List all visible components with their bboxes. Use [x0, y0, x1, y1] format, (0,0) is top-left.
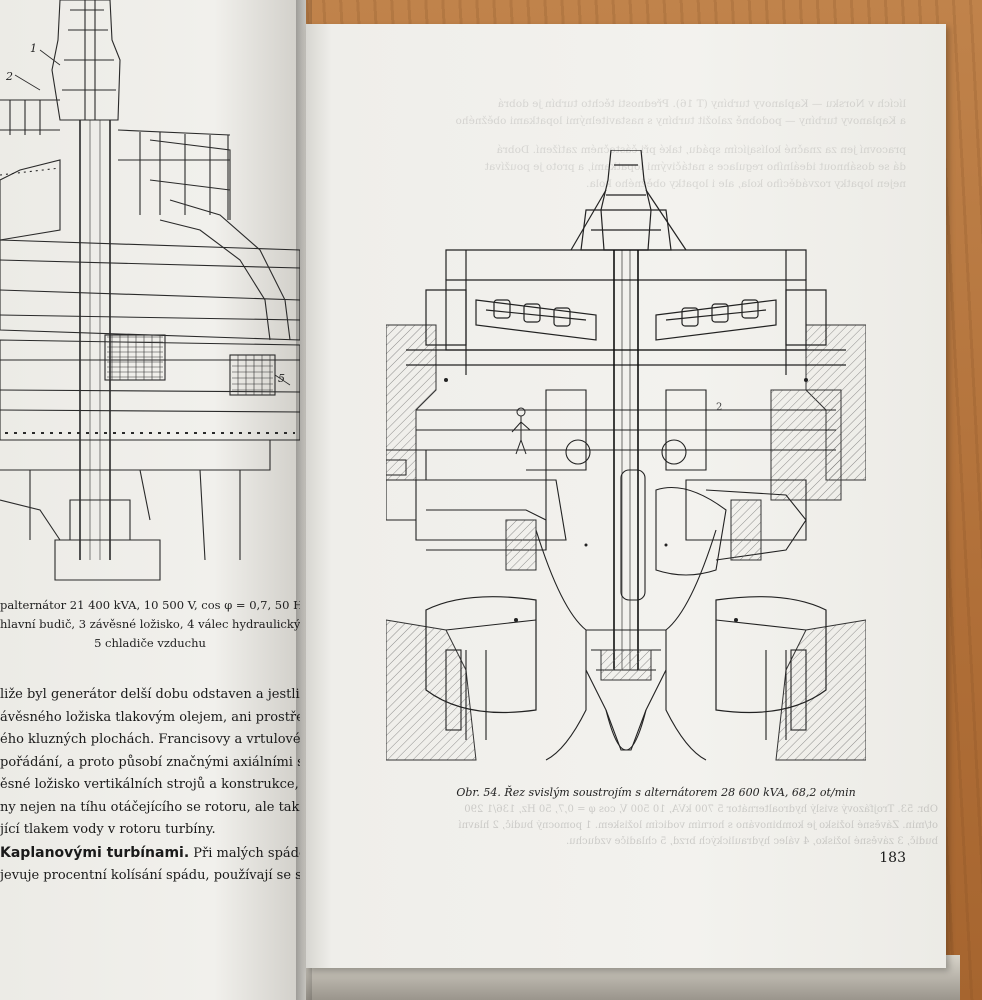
left-page: 1 2 5 palternátor 21 400 kVA, 10 500 V, … — [0, 0, 306, 1000]
left-figure-caption: palternátor 21 400 kVA, 10 500 V, cos φ … — [0, 596, 300, 653]
body-line: ého kluzných plochách. Francisovy a vrtu… — [0, 732, 300, 747]
body-line: ěsné ložisko vertikálních strojů a konst… — [0, 777, 300, 792]
show-through-caption-line: Obr. 53. Trojfázový svislý hydroalternát… — [464, 804, 938, 815]
left-body-text: liže byl generátor delší dobu odstaven a… — [0, 684, 300, 888]
figure-label-5: 5 — [278, 372, 285, 385]
show-through-line: a Kaplanovy turbíny — podobně založit tu… — [455, 115, 906, 127]
heading-tail: Při malých spádech (asi — [193, 845, 300, 861]
show-through-caption-line: ot/min. Závěsné ložisko je kombinováno s… — [458, 820, 938, 831]
caption-line: 5 chladiče vzduchu — [94, 636, 206, 650]
figure-label-1: 1 — [30, 42, 37, 55]
body-line: jící tlakem vody v rotoru turbíny. — [0, 822, 216, 837]
turbine-generator-section-drawing: 2 — [386, 150, 866, 761]
body-line: pořádání, a proto působí značnými axiáln… — [0, 754, 300, 770]
body-line: jevuje procentní kolísání spádu, používa… — [0, 868, 300, 883]
figure-caption-main: Obr. 54. Řez svislým soustrojím s altern… — [456, 786, 856, 799]
caption-line: palternátor 21 400 kVA, 10 500 V, cos φ … — [0, 598, 300, 612]
body-line: ny nejen na tíhu otáčejícího se rotoru, … — [0, 799, 300, 815]
show-through-line: lících v Norsku — Kaplanovy turbíny (T 1… — [497, 98, 906, 110]
page-number: 183 — [879, 850, 906, 866]
drawing-label-2: 2 — [716, 402, 722, 413]
body-line: Kaplanovými turbínami. Při malých spádec… — [0, 842, 300, 866]
body-line: liže byl generátor delší dobu odstaven a… — [0, 687, 300, 702]
section-heading: Kaplanovými turbínami. — [0, 844, 190, 861]
figure-caption: Obr. 54. Řez svislým soustrojím s altern… — [421, 786, 891, 800]
right-page: lících v Norsku — Kaplanovy turbíny (T 1… — [306, 24, 946, 968]
generator-drawing-left: 1 2 5 — [0, 0, 300, 581]
show-through-caption-line: budič, 3 závěsné ložisko, 4 válec hydrau… — [566, 836, 938, 847]
figure-label-2: 2 — [5, 70, 13, 83]
caption-line: hlavní budič, 3 závěsné ložisko, 4 válec… — [0, 617, 300, 631]
body-line: ávěsného ložiska tlakovým olejem, ani pr… — [0, 709, 300, 725]
